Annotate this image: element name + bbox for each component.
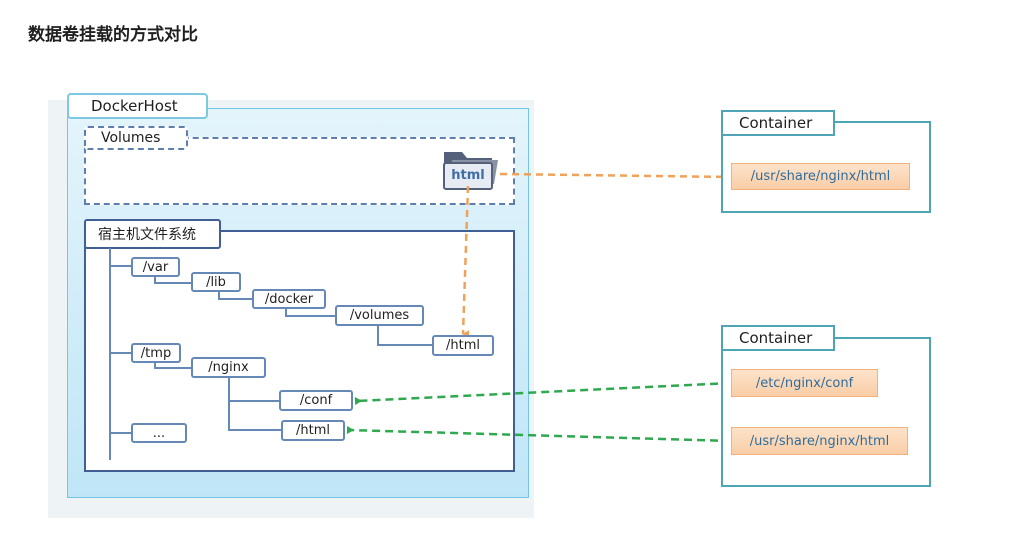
- page-title: 数据卷挂载的方式对比: [28, 25, 198, 45]
- tree-node-conf: /conf: [279, 390, 353, 411]
- container-bottom-label: Container: [721, 325, 835, 351]
- tree-node-more: ...: [131, 423, 187, 443]
- volume-to-container-link: [499, 172, 732, 179]
- docker-host-label: DockerHost: [67, 93, 208, 119]
- container-top-path: /usr/share/nginx/html: [731, 163, 910, 190]
- container-bottom-box: [721, 337, 931, 487]
- folder-icon: [443, 152, 498, 190]
- tree-node-nginx: /nginx: [191, 357, 266, 378]
- host-filesystem-label: 宿主机文件系统: [84, 219, 221, 249]
- container-bottom-path-html: /usr/share/nginx/html: [731, 427, 908, 455]
- tree-node-volumes-html: /html: [432, 335, 494, 356]
- container-bottom-path-conf: /etc/nginx/conf: [731, 369, 878, 397]
- volume-folder-label: html: [451, 167, 485, 183]
- volumes-label: Volumes: [84, 126, 188, 150]
- tree-node-tmp: /tmp: [131, 343, 181, 363]
- tree-node-volumes: /volumes: [335, 305, 424, 326]
- html-bind-link: [346, 425, 732, 443]
- tree-node-nginx-html: /html: [281, 420, 345, 441]
- conf-bind-link: [354, 381, 732, 406]
- volume-to-host-dir-link: [461, 185, 470, 339]
- tree-lines: [109, 248, 432, 460]
- tree-node-lib: /lib: [191, 272, 241, 292]
- container-top-label: Container: [721, 110, 835, 136]
- tree-node-var: /var: [131, 257, 180, 277]
- tree-node-docker: /docker: [252, 289, 326, 309]
